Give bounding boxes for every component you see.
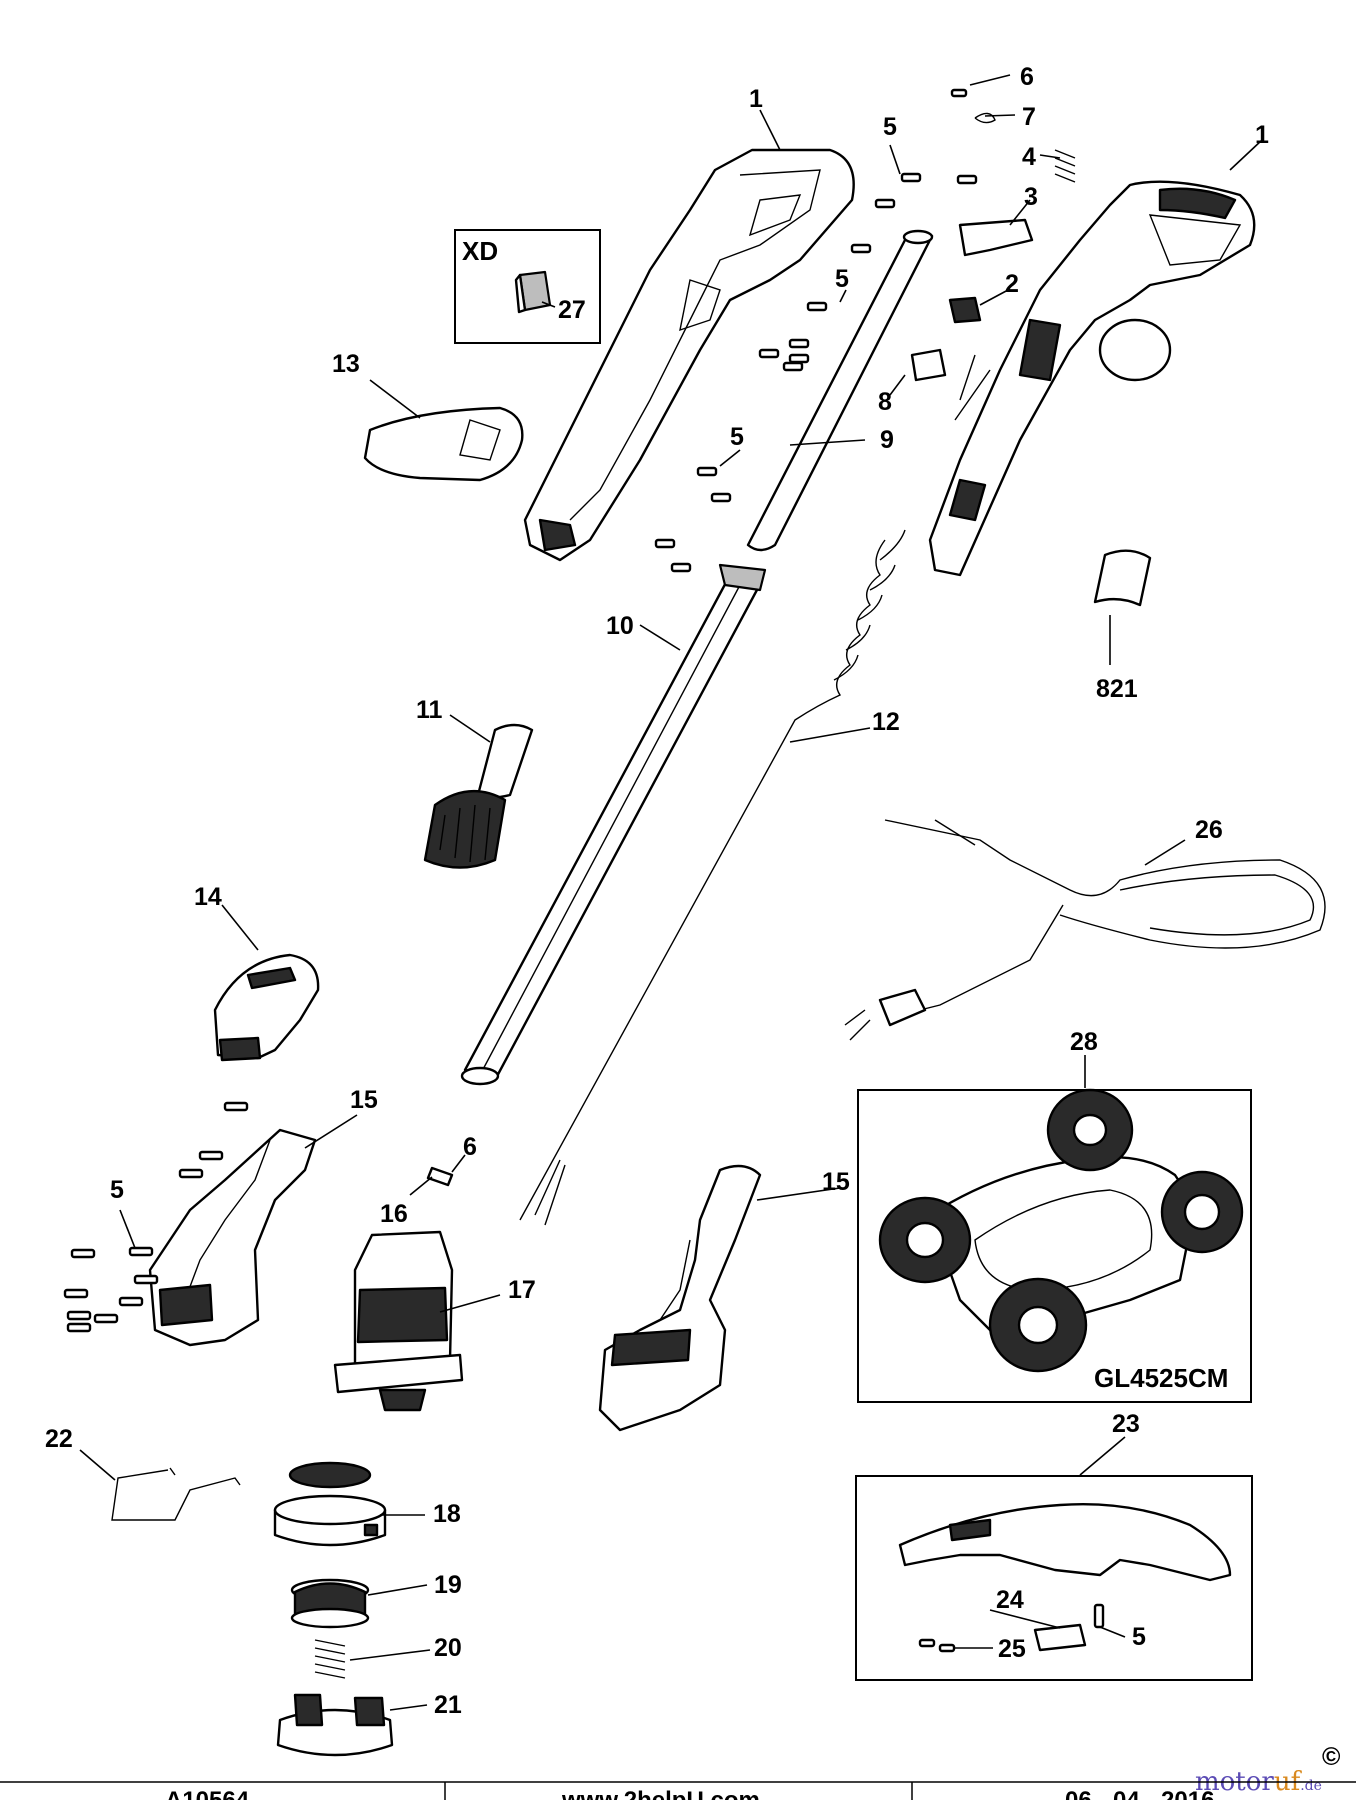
watermark-logo: motoruf.de © [1195,1743,1341,1797]
callout-2: 2 [1005,270,1019,298]
part-20-spring [314,1639,346,1679]
callout-5-d: 5 [110,1176,124,1204]
callout-27: 27 [558,296,586,324]
part-22-wire-guide [111,1467,241,1521]
part-821-label [1093,549,1152,607]
part-15-right-housing [598,1164,762,1432]
part-9-inner-tube [746,229,934,552]
callout-5-c: 5 [730,423,744,451]
hardware-parts [654,88,1076,573]
callout-16: 16 [380,1200,408,1228]
part-28-wheel-box [857,1088,1252,1403]
callout-14: 14 [194,883,222,911]
callout-25: 25 [998,1635,1026,1663]
callout-15-right: 15 [822,1168,850,1196]
watermark-tld: .de [1300,1778,1322,1794]
part-21-spool-cap [276,1693,394,1757]
callout-3: 3 [1024,183,1038,211]
copyright-symbol: © [1322,1743,1341,1771]
part-14-guard-cover [213,953,320,1062]
xd-box-label: XD [462,236,498,266]
callout-9: 9 [880,426,894,454]
part-11-knob [423,723,534,869]
callout-20: 20 [434,1634,462,1662]
part-12-coiled-cable [519,529,906,1226]
part-15-left-housing [63,1101,317,1347]
callout-8: 8 [878,388,892,416]
right-handle-half [928,180,1256,577]
callout-5-e: 5 [1132,1623,1146,1651]
callout-26: 26 [1195,816,1223,844]
callout-23: 23 [1112,1410,1140,1438]
callout-5-a: 5 [883,113,897,141]
callout-18: 18 [433,1500,461,1528]
model-box-label: GL4525CM [1094,1363,1228,1393]
callout-19: 19 [434,1571,462,1599]
callout-28: 28 [1070,1028,1098,1056]
part-13-cap [363,406,524,482]
footer-strip: A10564 www.2helpU.com 06 - 04 - 2016 [0,1781,1356,1800]
xd-box [454,229,601,344]
callout-5-b: 5 [835,265,849,293]
callout-6-mid: 6 [463,1133,477,1161]
part-23-guard-box [855,1475,1253,1681]
part-26-power-cord [844,819,1326,1041]
callout-21: 21 [434,1691,462,1719]
callout-1-left: 1 [749,85,763,113]
part-18-spool-holder [273,1461,387,1547]
leader-lines [79,74,1263,1711]
part-19-spool [290,1578,370,1629]
callout-labels: 1 6 7 5 4 1 3 XD 5 2 27 13 8 5 9 10 821 … [45,63,1269,1719]
callout-13: 13 [332,350,360,378]
footer-date: 06 - 04 - 2016 [1065,1787,1214,1800]
callout-11: 11 [416,696,443,724]
callout-12: 12 [872,708,900,736]
callout-22: 22 [45,1425,73,1453]
part-10-outer-shaft [460,563,767,1086]
callout-1-right: 1 [1255,121,1269,149]
callout-6-top: 6 [1020,63,1034,91]
callout-821: 821 [1096,675,1138,703]
callout-4: 4 [1022,143,1036,171]
callout-15-left: 15 [350,1086,378,1114]
footer-website: www.2helpU.com [561,1787,760,1800]
callout-7: 7 [1022,103,1036,131]
footer-drawing-number: A10564 [165,1787,250,1800]
left-handle-half [523,148,855,562]
callout-17: 17 [508,1276,536,1304]
callout-10: 10 [606,612,634,640]
callout-24: 24 [996,1586,1024,1614]
part-17-motor [333,1230,464,1412]
part-16-clip [426,1166,454,1187]
